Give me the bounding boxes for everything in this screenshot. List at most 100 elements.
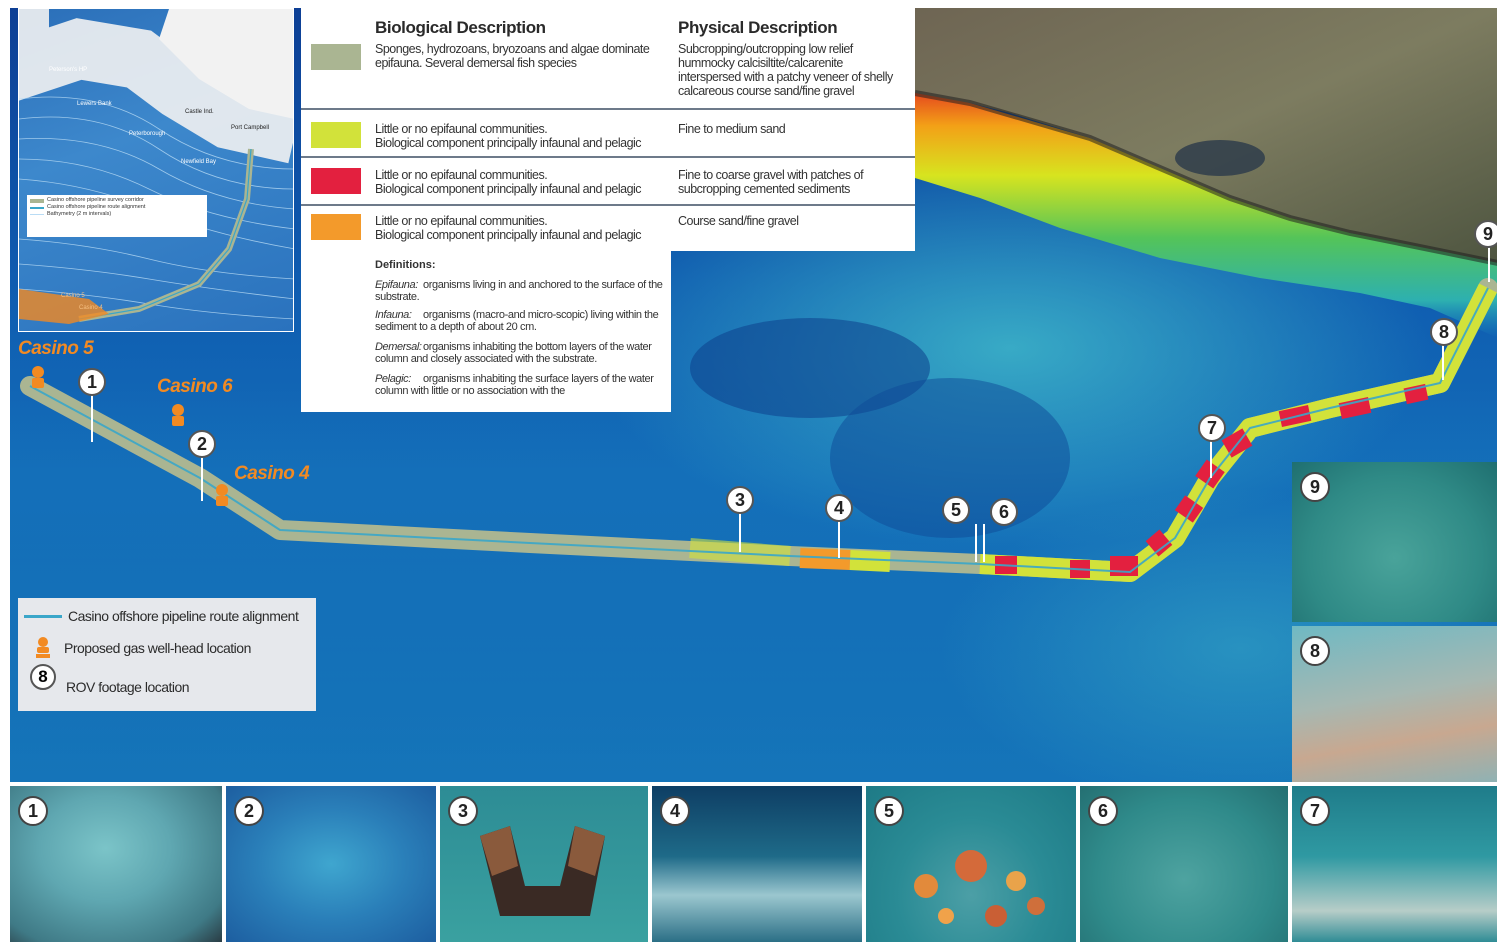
rov-photo-2[interactable]: 2 (226, 786, 436, 942)
casino-4-label: Casino 4 (234, 463, 310, 484)
inset-legend-row: Casino offshore pipeline survey corridor (30, 197, 204, 204)
photo-number-badge: 7 (1300, 796, 1330, 826)
rov-marker-6[interactable]: 6 (990, 498, 1018, 526)
rov-stem (91, 394, 93, 442)
definitions-title: Definitions: (375, 259, 436, 271)
definition-infauna: Infauna:organisms (macro-and micro-scopi… (375, 309, 667, 333)
rov-photo-3[interactable]: 3 (440, 786, 648, 942)
coarse-sand-segment (799, 548, 851, 570)
inset-place-label: Lewers Bank (77, 101, 112, 107)
legend-bio-text: Little or no epifaunal communities. Biol… (375, 214, 642, 242)
legend-phys-text: Course sand/fine gravel (678, 214, 799, 228)
legend-swatch-red (311, 168, 361, 194)
legend-row: Little or no epifaunal communities. Biol… (301, 110, 915, 158)
map-legend-route-label: Casino offshore pipeline route alignment (68, 608, 299, 624)
rov-marker-9[interactable]: 9 (1474, 220, 1497, 248)
rov-photo-1[interactable]: 1 (10, 786, 222, 942)
depression-shading (830, 378, 1070, 538)
photo-number-badge: 5 (874, 796, 904, 826)
route-line-icon (24, 614, 62, 618)
definition-text: organisms living in and anchored to the … (375, 279, 663, 303)
inset-legend-swatch (30, 198, 44, 203)
legend-bio-text: Sponges, hydrozoans, bryozoans and algae… (375, 42, 650, 70)
definition-term: Pelagic: (375, 373, 411, 385)
legend-swatch-orange (311, 214, 361, 240)
rov-stem (983, 524, 985, 562)
inset-permit-area (19, 289, 109, 324)
rov-stem (1442, 344, 1444, 380)
rov-stem (838, 520, 840, 558)
rov-marker-8[interactable]: 8 (1430, 318, 1458, 346)
legend-bio-text: Little or no epifaunal communities. Biol… (375, 122, 642, 150)
definition-term: Infauna: (375, 309, 412, 321)
inset-place-label: Newfield Bay (181, 159, 217, 165)
rov-photo-6[interactable]: 6 (1080, 786, 1288, 942)
photo-number-badge: 2 (234, 796, 264, 826)
rov-marker-5[interactable]: 5 (942, 496, 970, 524)
map-legend-wellhead-label: Proposed gas well-head location (64, 640, 251, 656)
definition-pelagic: Pelagic:organisms inhabiting the surface… (375, 373, 667, 397)
cliff-line (914, 90, 1497, 266)
map-legend-wellhead-row: Proposed gas well-head location (34, 636, 251, 660)
rov-stem (739, 512, 741, 552)
rov-marker-3[interactable]: 3 (726, 486, 754, 514)
rov-marker-icon: 8 (30, 664, 56, 690)
inset-land (19, 9, 293, 164)
inset-canvas (19, 9, 293, 324)
map-legend-rov-row: 8 ROV footage location (30, 664, 190, 695)
physical-description-header: Physical Description (678, 18, 838, 37)
definition-text: organisms inhabiting the surface layers … (375, 373, 654, 397)
inset-legend-row: Casino offshore pipeline route alignment (30, 204, 204, 211)
photo-number-badge: 6 (1088, 796, 1118, 826)
coastline-land (915, 8, 1497, 263)
rov-stem (201, 456, 203, 501)
legend-row: Little or no epifaunal communities. Biol… (301, 206, 915, 251)
definition-text: organisms (macro-and micro-scopic) livin… (375, 309, 659, 333)
gravel-patch (1338, 397, 1372, 419)
casino-5-label: Casino 5 (18, 338, 94, 359)
wellhead-casino-6-icon[interactable] (172, 404, 184, 426)
map-legend-route-row: Casino offshore pipeline route alignment (24, 608, 299, 624)
rov-stem (1210, 440, 1212, 478)
legend-swatch-green (311, 44, 361, 70)
definitions-panel: Definitions: Epifauna:organisms living i… (301, 251, 671, 412)
rov-photo-8[interactable]: 8 (1292, 626, 1497, 782)
inset-place-label: Port Campbell (231, 125, 270, 131)
legend-row: Sponges, hydrozoans, bryozoans and algae… (301, 38, 915, 110)
legend-swatch-yellow (311, 122, 361, 148)
rov-stem (1488, 246, 1490, 282)
legend-phys-text: Fine to medium sand (678, 122, 786, 136)
rov-photo-7[interactable]: 7 (1292, 786, 1497, 942)
legend-bio-text: Little or no epifaunal communities. Biol… (375, 168, 642, 196)
gravel-patch (1174, 495, 1204, 523)
definition-term: Demersal: (375, 341, 422, 353)
depression-shading (690, 318, 930, 418)
photo-number-badge: 1 (18, 796, 48, 826)
rov-marker-1[interactable]: 1 (78, 368, 106, 396)
rov-photo-5[interactable]: 5 (866, 786, 1076, 942)
rov-photo-9[interactable]: 9 (1292, 462, 1497, 622)
wellhead-casino-4-icon[interactable] (216, 484, 228, 506)
biological-description-header: Biological Description (375, 18, 546, 37)
legend-row: Little or no epifaunal communities. Biol… (301, 158, 915, 206)
rov-marker-2[interactable]: 2 (188, 430, 216, 458)
rov-marker-4[interactable]: 4 (825, 494, 853, 522)
map-legend: Casino offshore pipeline route alignment… (18, 598, 316, 711)
sponge-cluster-icon (914, 850, 1045, 927)
inset-legend-label: Casino offshore pipeline survey corridor (47, 197, 144, 203)
coastal-depth-gradient (915, 88, 1497, 338)
map-legend-rov-label: ROV footage location (66, 679, 190, 695)
inset-legend-label: Bathymetry (2 m intervals) (47, 211, 112, 217)
rov-marker-7[interactable]: 7 (1198, 414, 1226, 442)
casino-6-label: Casino 6 (157, 376, 233, 397)
photo-number-badge: 4 (660, 796, 690, 826)
inset-route-line (78, 148, 252, 320)
inset-place-label: Peterson's HP (49, 67, 88, 73)
inset-location-map: Peterson's HP Lewers Bank Port Campbell … (18, 8, 294, 332)
definition-demersal: Demersal:organisms inhabiting the bottom… (375, 341, 667, 365)
inset-well-label: Casino 5 (61, 293, 85, 299)
rov-photo-4[interactable]: 4 (652, 786, 862, 942)
definition-text: organisms inhabiting the bottom layers o… (375, 341, 652, 365)
wellhead-casino-5-icon[interactable] (32, 366, 44, 388)
lake (1175, 140, 1265, 176)
